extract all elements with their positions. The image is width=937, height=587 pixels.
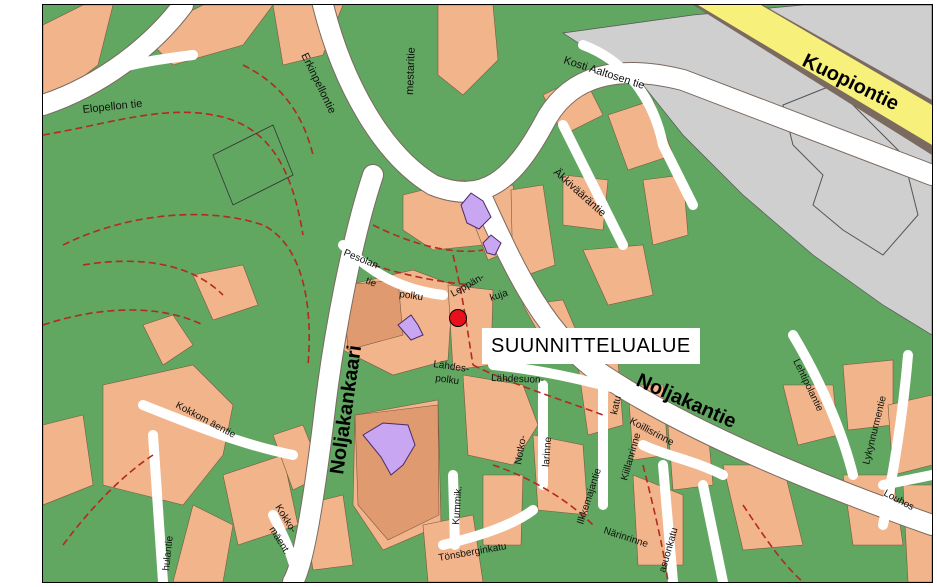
label-hulantie: hulantie (161, 535, 176, 571)
sports-field (212, 124, 294, 206)
label-kummik: Kummik. (451, 486, 465, 526)
highway (693, 5, 932, 155)
buildings (362, 192, 502, 476)
label-pesolan2: tie (364, 276, 378, 290)
label-katu: katu (609, 395, 624, 416)
planning-area-label: SUUNNITTELUALUE (482, 328, 700, 364)
label-notko1: Notko- (513, 435, 529, 466)
label-mestaritie: mestaritie (404, 47, 418, 95)
roads-minor (78, 40, 932, 582)
map-frame[interactable]: Kuopiontie Noljakantie Noljakankaari Erk… (42, 4, 933, 583)
label-notko2: larinne (541, 436, 554, 467)
label-lahdes1: Lähdes- (433, 359, 470, 375)
map-canvas[interactable]: Kuopiontie Noljakantie Noljakankaari Erk… (43, 5, 932, 582)
label-lahdes2: polku (435, 373, 460, 387)
footpaths (43, 64, 804, 582)
label-polku: polku (399, 289, 424, 303)
label-lahdesuon: Lähdesuon- (491, 373, 544, 386)
planning-area-marker[interactable] (449, 309, 467, 327)
